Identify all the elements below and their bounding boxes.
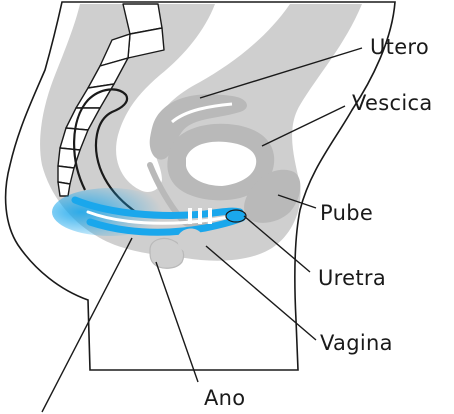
pelvic-floor-openings [188,208,212,224]
label-utero: Utero [370,35,429,59]
label-vescica: Vescica [352,91,433,115]
label-pube: Pube [320,201,373,225]
urethra-opening [226,210,246,222]
label-uretra: Uretra [318,266,386,290]
label-ano: Ano [204,386,245,410]
label-vagina: Vagina [320,331,393,355]
